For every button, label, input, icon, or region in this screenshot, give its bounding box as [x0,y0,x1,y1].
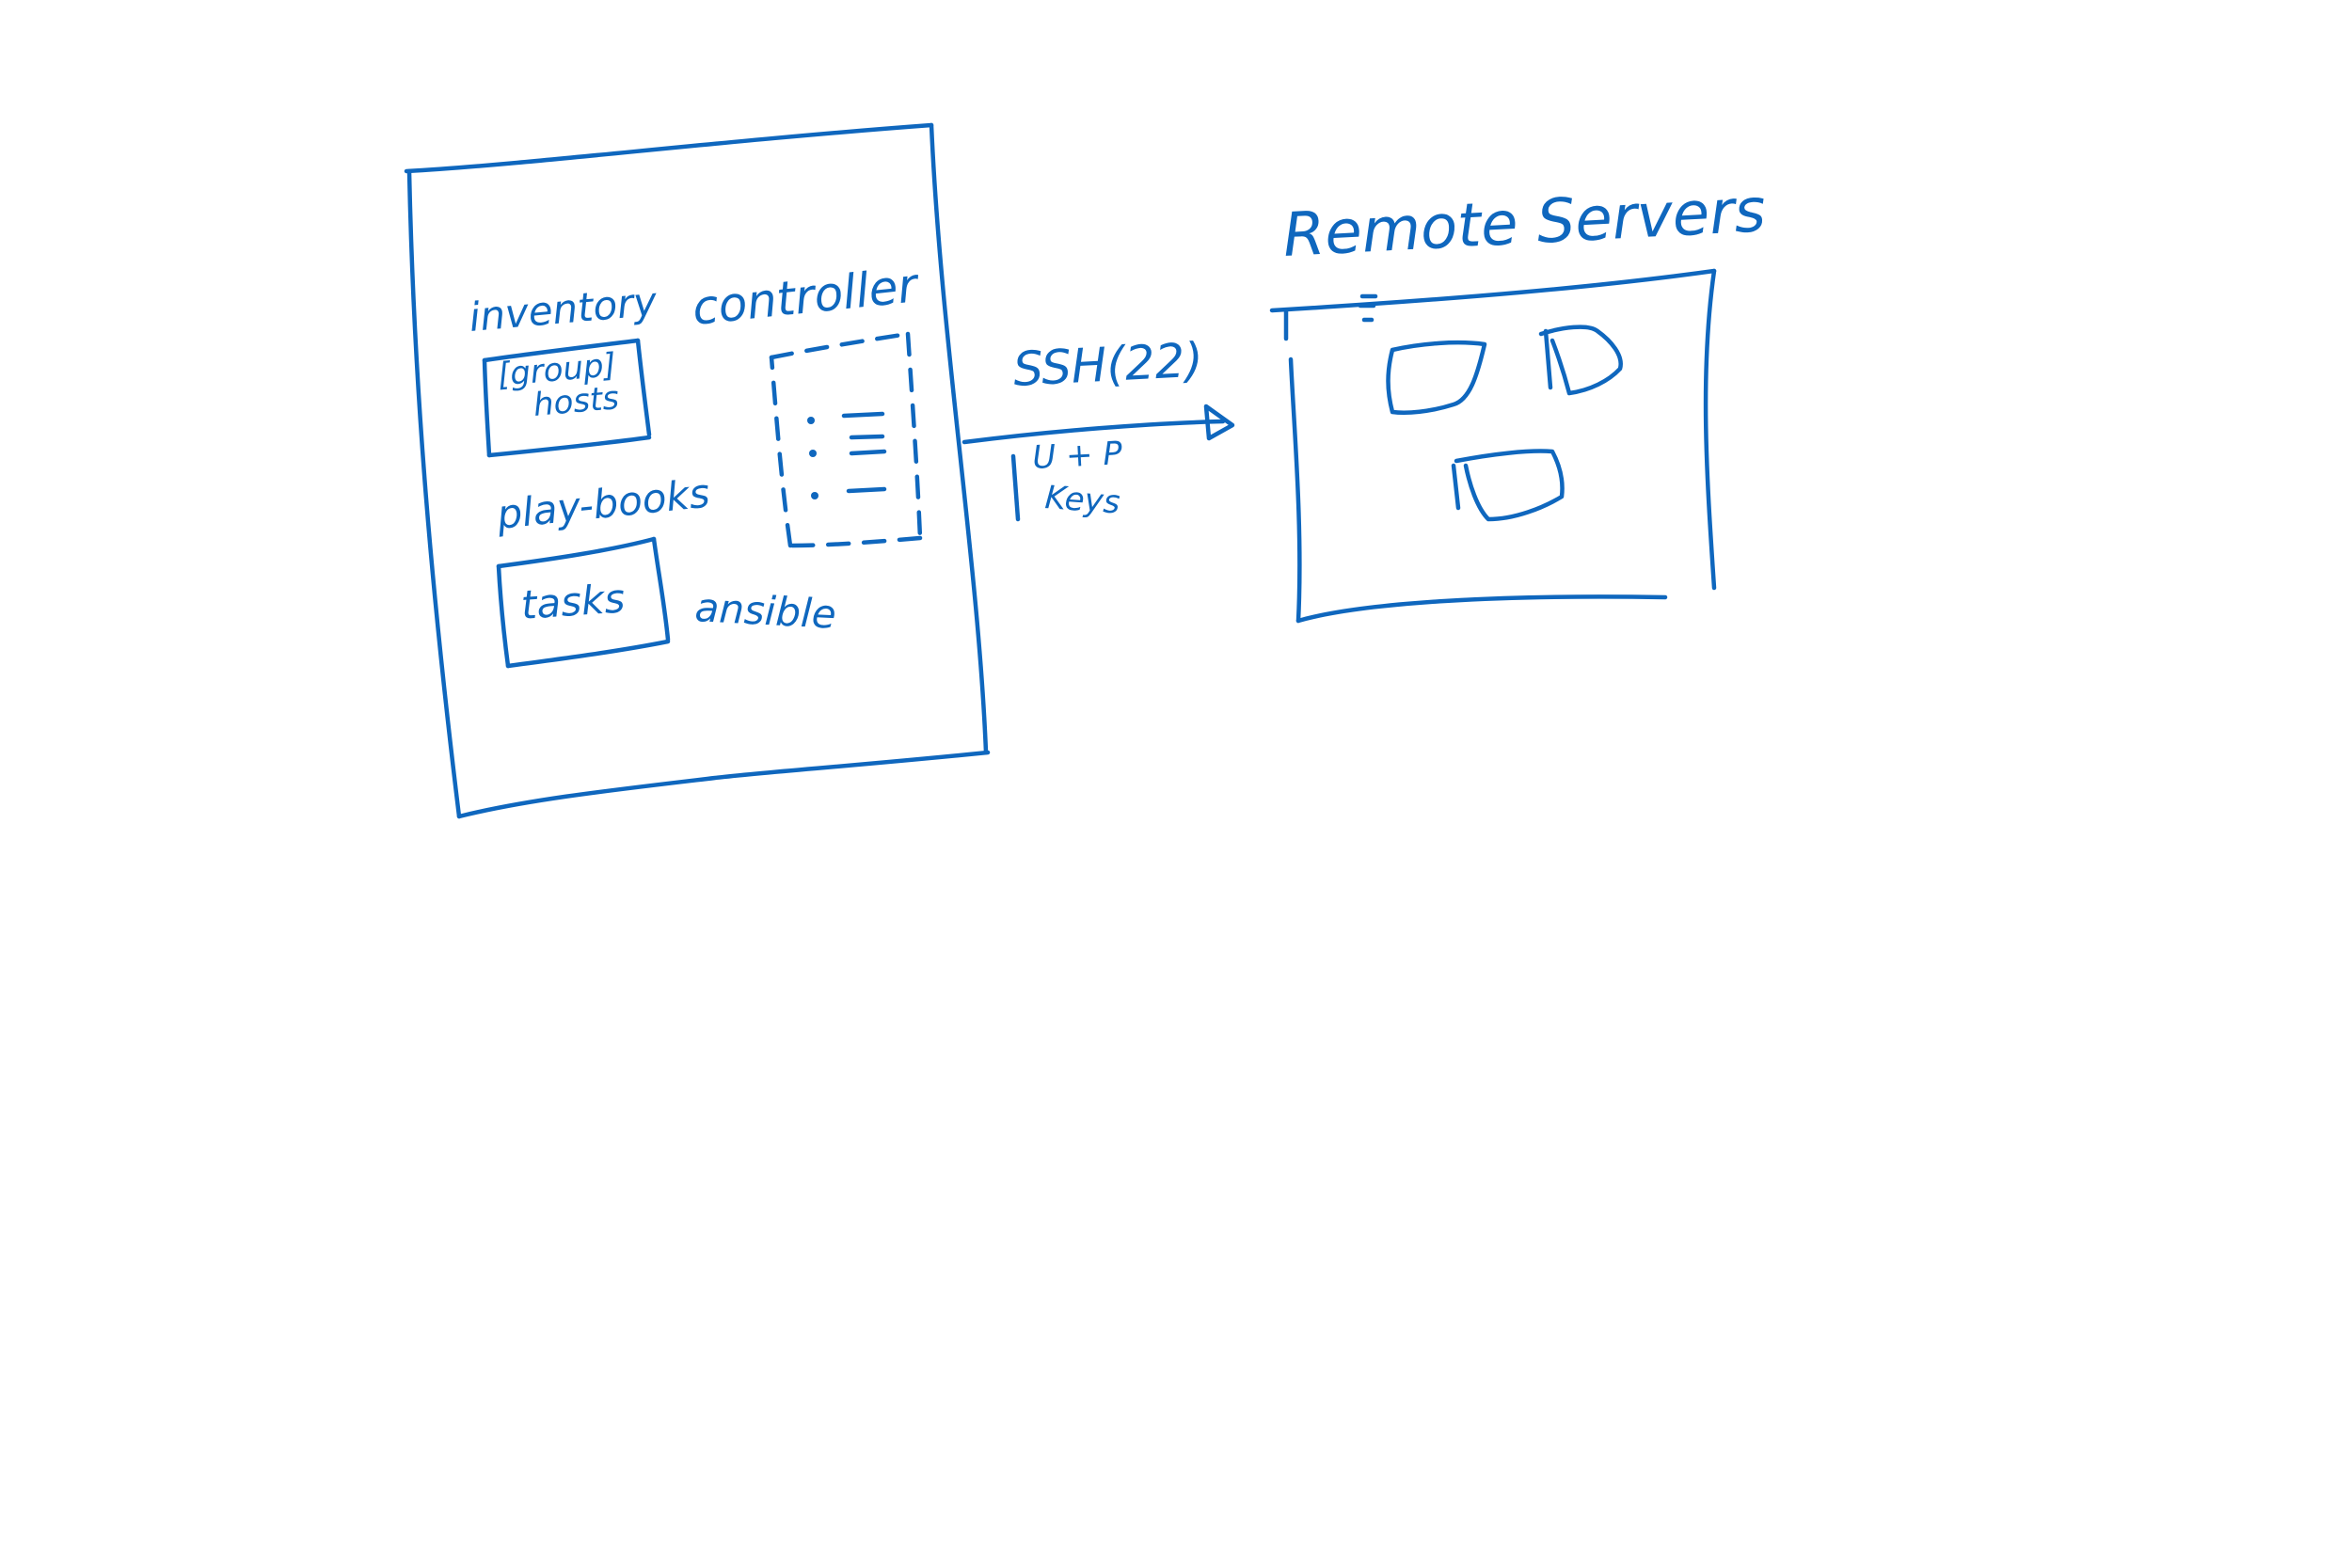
inventory-label: inventory [468,278,660,341]
auth-method-line2: Keys [1043,479,1120,521]
ansible-label: ansible [693,584,836,638]
inventory-box [482,338,652,458]
auth-divider [1010,453,1021,522]
server-box-icon [1386,340,1487,415]
ssh-protocol-label: SSH(22) [1012,332,1205,396]
playbooks-box [496,536,671,669]
playbook-document-icon [769,331,923,548]
controller-title: controller [690,258,923,336]
inventory-hosts-text: hosts [532,379,620,424]
remote-servers-title: Remote Servers [1281,176,1768,271]
server-box-icon [1451,449,1565,522]
ssh-connection-arrow [961,404,1235,445]
playbooks-tasks-text: tasks [519,575,626,628]
controller-box [404,122,991,819]
playbooks-label: play-books [494,470,712,539]
auth-method-line1: U + P [1031,435,1123,477]
remote-servers-box [1269,268,1717,624]
server-box-icon [1538,325,1623,396]
